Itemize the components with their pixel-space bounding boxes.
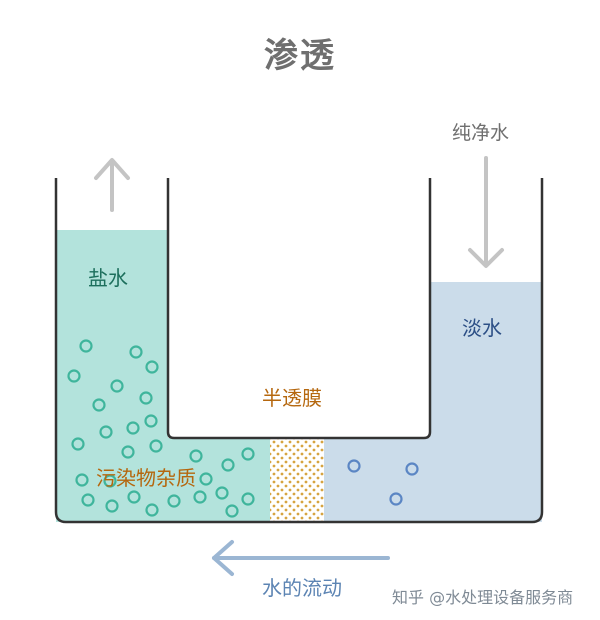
fresh-water-particles — [347, 459, 419, 506]
u-tube-inner-wall — [166, 178, 432, 440]
left-arrow-icon — [212, 540, 390, 576]
watermark: 知乎 @水处理设备服务商 — [392, 588, 574, 607]
up-arrow-icon — [94, 158, 130, 212]
semipermeable-membrane — [270, 438, 324, 522]
salt-water-label: 盐水 — [88, 266, 128, 290]
salt-water — [56, 230, 270, 522]
fresh-water-label: 淡水 — [462, 316, 502, 340]
down-arrow-icon — [468, 156, 504, 268]
fresh-water — [324, 282, 542, 522]
pure-water-label: 纯净水 — [452, 122, 510, 144]
pollutant-particles — [67, 339, 255, 518]
u-tube-container — [54, 178, 544, 524]
pollutant-label: 污染物杂质 — [96, 466, 196, 490]
water-flow-label: 水的流动 — [262, 576, 342, 600]
diagram-title: 渗透 — [264, 36, 336, 76]
membrane-label: 半透膜 — [262, 386, 322, 410]
